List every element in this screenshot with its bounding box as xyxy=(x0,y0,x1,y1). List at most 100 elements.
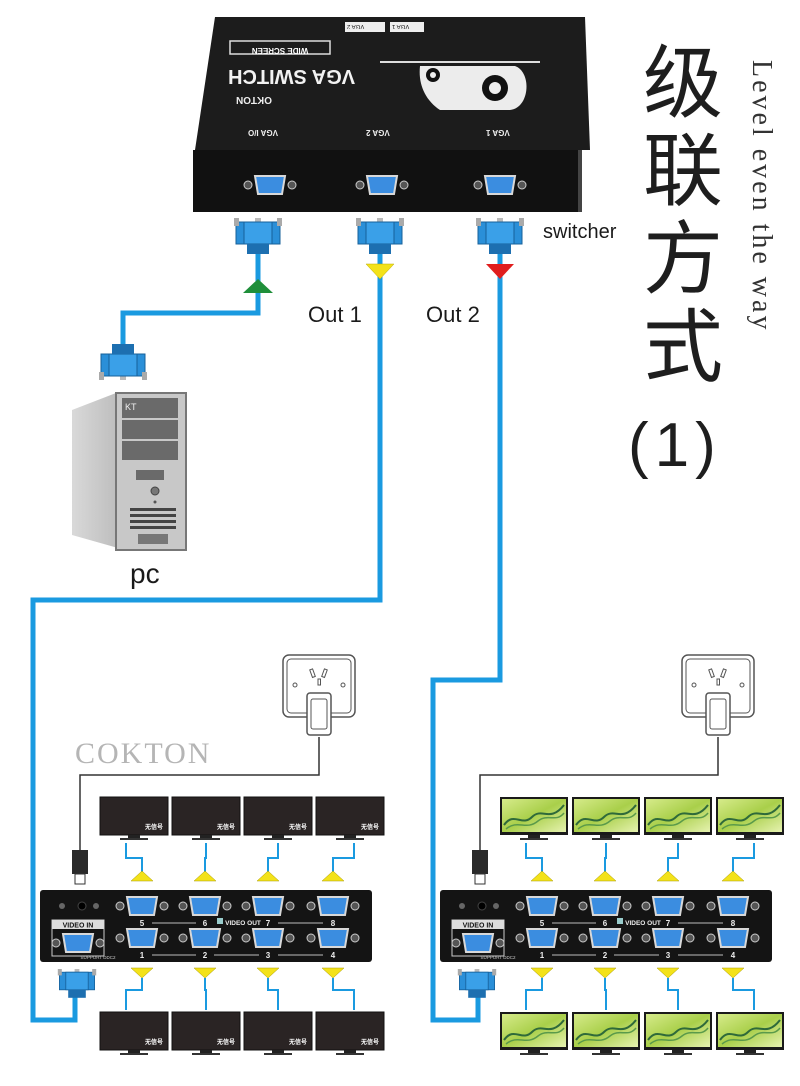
video-out-label: VIDEO OUT xyxy=(225,920,261,927)
up-arrow-icon xyxy=(193,870,217,882)
down-arrow-icon xyxy=(530,967,554,979)
port-number: 6 xyxy=(203,919,208,928)
up-arrow-icon xyxy=(721,870,745,882)
pc-brand: KT xyxy=(125,402,137,412)
out1-arrow-icon xyxy=(365,263,395,280)
cable-bottom-1 xyxy=(525,978,543,1010)
monitor-bottom-3 xyxy=(643,1011,713,1056)
port-number: 4 xyxy=(331,951,336,960)
vga-switch xyxy=(193,17,590,212)
cable-bottom-3 xyxy=(267,978,279,1010)
up-arrow-icon xyxy=(130,870,154,882)
no-signal-text: 无信号 xyxy=(216,823,235,831)
monitor-bottom-4 xyxy=(315,1011,385,1056)
monitor-top-5 xyxy=(499,796,569,841)
down-arrow-icon xyxy=(256,967,280,979)
port-label-vga-1: VGA 1 xyxy=(486,128,510,137)
no-signal-text: 无信号 xyxy=(144,1038,163,1046)
support-ddc-label: SUPPORT DDC2 xyxy=(80,955,116,960)
title-char-4: 式 xyxy=(643,301,723,394)
pc-label: pc xyxy=(130,558,160,589)
port-number: 2 xyxy=(203,951,208,960)
down-arrow-icon xyxy=(593,967,617,979)
title-char-2: 联 xyxy=(643,125,723,218)
video-in-label: VIDEO IN xyxy=(463,923,494,930)
monitor-top-7 xyxy=(243,796,313,841)
input-vga-plug xyxy=(57,968,97,999)
monitor-bottom-4 xyxy=(715,1011,785,1056)
port-label-vga-io: VGA I/O xyxy=(248,128,278,137)
cable-pc-to-switch xyxy=(120,252,261,345)
cable-out1 xyxy=(30,252,383,1023)
monitor-top-6 xyxy=(571,796,641,841)
title-char-3: 方 xyxy=(643,213,723,306)
port-number: 6 xyxy=(603,919,608,928)
cable-top-7 xyxy=(667,843,679,880)
product-name: VGA SWITCH xyxy=(228,65,356,87)
cable-bottom-4 xyxy=(332,978,355,1010)
down-arrow-icon xyxy=(656,967,680,979)
cable-bottom-2 xyxy=(604,978,607,1010)
cable-bottom-3 xyxy=(667,978,679,1010)
port-number: 3 xyxy=(266,951,271,960)
cable-top-5 xyxy=(525,843,543,880)
port-number: 2 xyxy=(603,951,608,960)
port-number: 7 xyxy=(266,919,271,928)
monitor-top-6 xyxy=(171,796,241,841)
brand-name: OKTON xyxy=(236,94,272,105)
no-signal-text: 无信号 xyxy=(360,1038,379,1046)
up-arrow-icon xyxy=(321,870,345,882)
up-arrow-icon xyxy=(593,870,617,882)
input-arrow-icon xyxy=(243,279,273,293)
up-arrow-icon xyxy=(256,870,280,882)
power-cord-left xyxy=(79,737,320,855)
port-number: 8 xyxy=(731,919,736,928)
power-cord-right xyxy=(479,737,719,855)
switcher-label: switcher xyxy=(543,221,617,243)
cable-top-6 xyxy=(204,843,207,880)
no-signal-text: 无信号 xyxy=(288,1038,307,1046)
top-label-vga2 xyxy=(345,22,385,32)
up-arrow-icon xyxy=(530,870,554,882)
monitor-top-7 xyxy=(643,796,713,841)
plug-vga-1 xyxy=(475,217,525,255)
monitor-top-8 xyxy=(315,796,385,841)
splitter-group-left: 无信号无信号无信号无信号VIDEO INSUPPORT DDC251627384… xyxy=(40,796,385,1056)
cable-top-5 xyxy=(125,843,143,880)
monitor-bottom-2 xyxy=(571,1011,641,1056)
plug-vga-io xyxy=(233,217,283,255)
monitor-bottom-1 xyxy=(99,1011,169,1056)
power-plug-right xyxy=(472,850,488,874)
monitor-top-5 xyxy=(99,796,169,841)
down-arrow-icon xyxy=(721,967,745,979)
cable-top-7 xyxy=(267,843,279,880)
no-signal-text: 无信号 xyxy=(216,1038,235,1046)
wide-screen-label: WIDE SCREEN xyxy=(251,46,309,55)
cable-top-8 xyxy=(732,843,755,880)
pc-vga-plug xyxy=(98,343,148,381)
title-char-1: 级 xyxy=(643,37,723,130)
diagram-number: (1) xyxy=(628,411,722,480)
power-outlet-right xyxy=(681,654,755,736)
top-label-vga1 xyxy=(390,22,424,32)
down-arrow-icon xyxy=(130,967,154,979)
top-label-vga1-text: VGA 1 xyxy=(392,23,410,29)
support-ddc-label: SUPPORT DDC2 xyxy=(480,955,516,960)
monitor-bottom-1 xyxy=(499,1011,569,1056)
port-number: 7 xyxy=(666,919,671,928)
power-outlet-left xyxy=(282,654,356,736)
power-plug-left xyxy=(72,850,88,874)
no-signal-text: 无信号 xyxy=(144,823,163,831)
port-number: 4 xyxy=(731,951,736,960)
port-number: 1 xyxy=(140,951,145,960)
wide-screen-badge xyxy=(229,40,331,55)
cable-bottom-2 xyxy=(204,978,207,1010)
video-in-label: VIDEO IN xyxy=(63,923,94,930)
cable-bottom-4 xyxy=(732,978,755,1010)
down-arrow-icon xyxy=(193,967,217,979)
input-vga-plug xyxy=(457,968,497,999)
no-signal-text: 无信号 xyxy=(360,823,379,831)
out2-label: Out 2 xyxy=(426,302,480,327)
cable-top-6 xyxy=(604,843,607,880)
